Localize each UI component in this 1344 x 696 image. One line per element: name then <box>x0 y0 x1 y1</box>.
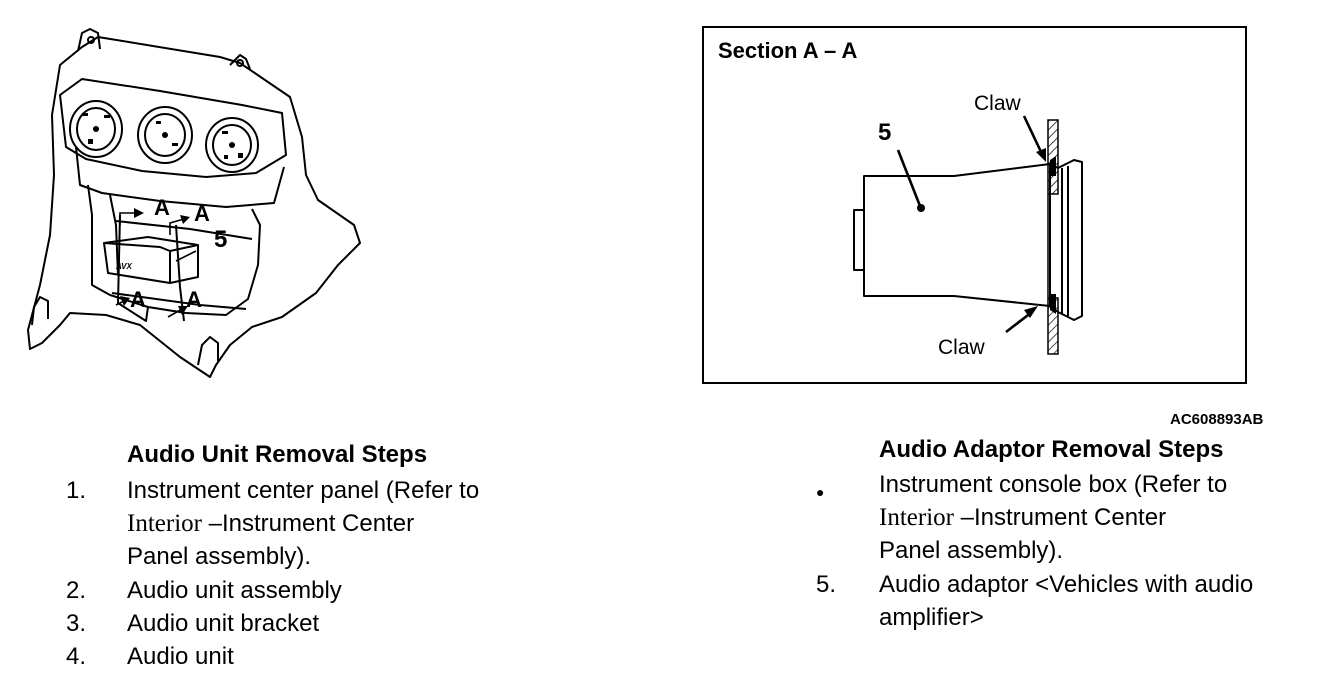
center-panel-illustration: A A A A 5 AVX <box>27 28 361 378</box>
brand-marking: AVX <box>115 262 133 271</box>
section-title: Section A – A <box>718 38 857 63</box>
step-reference-line: Interior –Instrument Center <box>127 507 414 540</box>
section-marker-a-2: A <box>194 201 210 226</box>
step-text: Instrument center panel (Refer to <box>127 477 480 504</box>
step-reference-line: Interior –Instrument Center <box>879 501 1166 534</box>
step-number: 4. <box>66 643 87 670</box>
audio-unit-removal-heading: Audio Unit Removal Steps <box>127 441 428 468</box>
section-view-frame: Section A – A 5 Claw Claw <box>702 26 1247 384</box>
step-text: Audio unit assembly <box>127 577 342 604</box>
figure-reference-code: AC608893AB <box>1170 411 1264 428</box>
claw-label-top: Claw <box>974 92 1022 115</box>
reference-section-rest: –Instrument Center <box>201 510 415 537</box>
section-marker-a-4: A <box>186 287 202 312</box>
audio-unit-step-3: 3. Audio unit bracket <box>66 607 586 640</box>
claw-label-bottom: Claw <box>938 336 986 359</box>
bullet-icon: ● <box>816 484 825 500</box>
part-callout-5: 5 <box>214 226 227 253</box>
step-text-continued: Panel assembly). <box>127 543 312 570</box>
audio-unit-step-2: 2. Audio unit assembly <box>66 574 586 607</box>
reference-section-word: Interior <box>127 510 202 537</box>
step-number: 3. <box>66 610 87 637</box>
step-number: 1. <box>66 477 87 504</box>
step-text: Audio unit bracket <box>127 610 320 637</box>
reference-section-word: Interior <box>879 504 954 531</box>
step-text: Audio adaptor <Vehicles with audio <box>879 571 1254 598</box>
step-text: Instrument console box (Refer to <box>879 471 1228 498</box>
reference-section-rest: –Instrument Center <box>953 504 1167 531</box>
audio-adaptor-removal-heading: Audio Adaptor Removal Steps <box>879 436 1224 463</box>
step-number: 2. <box>66 577 87 604</box>
audio-unit-step-1: 1. Instrument center panel (Refer to Int… <box>66 474 586 574</box>
section-marker-a-3: A <box>130 287 146 312</box>
section-part-callout-5: 5 <box>878 119 891 146</box>
section-marker-a-1: A <box>154 195 170 220</box>
step-text-continued: amplifier> <box>879 604 984 631</box>
audio-adaptor-step-5: 5. Audio adaptor <Vehicles with audio am… <box>816 568 1336 634</box>
step-text: Audio unit <box>127 643 234 670</box>
audio-unit-step-4: 4. Audio unit <box>66 640 586 673</box>
audio-adaptor-step-bullet: ● Instrument console box (Refer to Inter… <box>816 468 1336 568</box>
step-number: 5. <box>816 571 837 598</box>
step-text-continued: Panel assembly). <box>879 537 1064 564</box>
